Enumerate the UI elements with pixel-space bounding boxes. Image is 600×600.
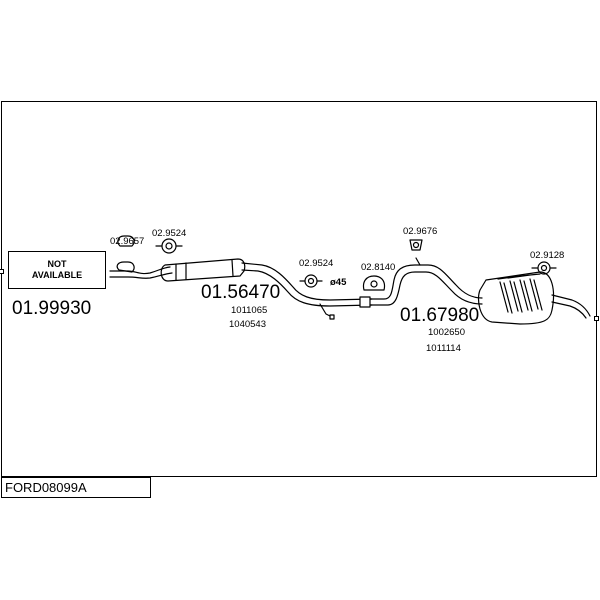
- accessory-ref-hanger-left: 02.9524: [152, 228, 187, 239]
- accessory-ref-clamp-left: 02.9657: [110, 236, 145, 247]
- not-available-line2: AVAILABLE: [31, 270, 83, 280]
- rear-ref-1: 1002650: [428, 327, 465, 338]
- diagram-title: FORD08099A: [1, 477, 151, 498]
- accessory-ref-hanger-tail: 02.9128: [530, 250, 565, 261]
- rear-ref-2: 1011114: [426, 343, 461, 354]
- accessory-ref-hanger-rear: 02.9676: [403, 226, 438, 237]
- pipe-diameter-label: ø45: [330, 277, 347, 288]
- not-available-line1: NOT: [47, 259, 67, 269]
- not-available-box: NOT AVAILABLE: [8, 251, 106, 289]
- front-pipe-lower: [109, 272, 173, 279]
- right-edge-marker: [594, 316, 599, 321]
- middle-ref-2: 1040543: [229, 319, 266, 330]
- rear-silencer: [477, 271, 555, 325]
- left-edge-marker: [0, 269, 4, 274]
- clamp-02-9657: [117, 235, 135, 247]
- accessory-ref-hanger-middle: 02.9524: [299, 258, 334, 269]
- part-number-rear: 01.67980: [400, 305, 480, 326]
- accessory-ref-clamp-middle: 02.8140: [361, 262, 396, 273]
- middle-ref-1: 1011065: [231, 305, 268, 316]
- part-number-front: 01.99930: [12, 298, 92, 319]
- diagram-frame: [1, 101, 597, 477]
- middle-silencer: [160, 258, 246, 282]
- part-number-middle: 01.56470: [201, 282, 281, 303]
